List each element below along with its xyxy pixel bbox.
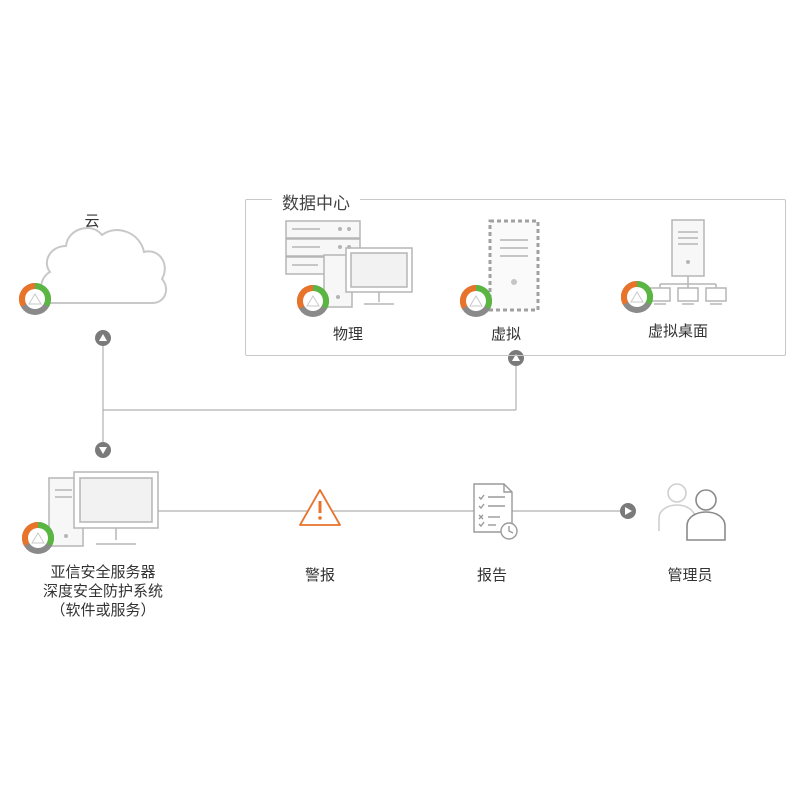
report-label: 报告 (476, 566, 508, 584)
computer-light-dot (64, 534, 68, 538)
cloud-icon (39, 227, 168, 304)
system-note-line: （软件或服务） (50, 601, 156, 619)
virtual-desktop-icon (649, 219, 727, 305)
cloud-label: 云 (84, 212, 100, 230)
arrow-up-icon (508, 350, 524, 366)
system-name-line: 亚信安全服务器 (50, 563, 156, 581)
arrow-up-icon (95, 330, 111, 346)
arrow-right-icon (620, 503, 636, 519)
datacenter-frame (245, 199, 786, 356)
warning-icon (299, 489, 341, 526)
arrow-down-icon (95, 442, 111, 458)
security-system-label: 亚信安全服务器 深度安全防护系统 （软件或服务） (43, 563, 163, 620)
system-name-line: 深度安全防护系统 (42, 582, 164, 600)
admin-label: 管理员 (667, 566, 713, 584)
server-light-dots (336, 227, 351, 299)
administrator-icon (658, 483, 726, 541)
physical-label: 物理 (332, 325, 364, 343)
virtual-label: 虚拟 (490, 325, 522, 343)
virtual-desktop-label: 虚拟桌面 (647, 322, 709, 340)
datacenter-title: 数据中心 (272, 189, 360, 214)
alert-label: 警报 (304, 566, 336, 584)
report-document-icon (473, 483, 518, 540)
virtual-server-icon (488, 219, 540, 312)
tower-light-dot (686, 260, 690, 264)
connector-lines (102, 346, 620, 512)
logo-mark-icon (21, 521, 55, 555)
logo-mark-icon (18, 282, 52, 316)
